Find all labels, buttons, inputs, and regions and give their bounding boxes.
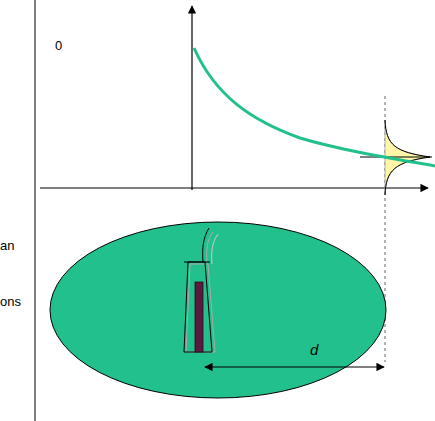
tower-top xyxy=(184,262,210,263)
wire-shadow xyxy=(212,234,218,264)
mean-line xyxy=(360,157,432,158)
cut-text: ons xyxy=(0,295,21,308)
decay-curve xyxy=(194,48,435,166)
distance-arrow xyxy=(205,366,384,367)
axis-value: 0 xyxy=(55,39,62,52)
ground-region xyxy=(50,222,386,398)
distance-label: d xyxy=(310,342,318,357)
tower xyxy=(184,262,212,352)
y-axis xyxy=(191,6,192,190)
wire xyxy=(203,228,209,262)
well-bore xyxy=(195,282,203,352)
cut-text: an xyxy=(0,239,14,252)
slide-border xyxy=(35,0,36,421)
x-axis xyxy=(40,187,428,188)
